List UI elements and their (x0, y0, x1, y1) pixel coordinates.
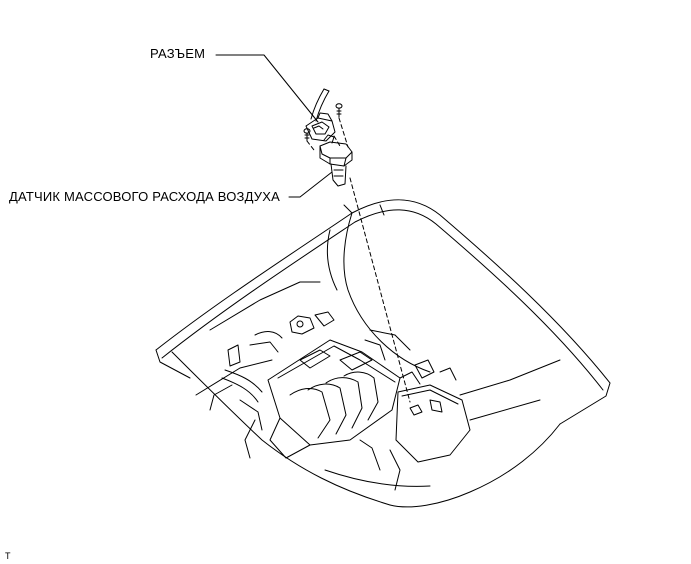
air-cleaner (395, 371, 471, 463)
mass-air-flow-sensor (319, 134, 353, 187)
hood (155, 199, 611, 425)
connector-leader-line (215, 54, 319, 123)
body-outline (171, 281, 561, 508)
mass-air-flow-sensor-label: ДАТЧИК МАССОВОГО РАСХОДА ВОЗДУХА (9, 189, 280, 204)
connector-label: РАЗЪЕМ (150, 46, 206, 61)
alignment-lines (306, 117, 411, 403)
screw-left (303, 128, 311, 142)
connector (305, 112, 336, 142)
sensor-leader-line (288, 171, 333, 198)
figure-code: T (5, 551, 11, 561)
intake-manifold (267, 339, 401, 459)
screw-right (335, 103, 343, 118)
engine-bay-details (209, 311, 457, 491)
